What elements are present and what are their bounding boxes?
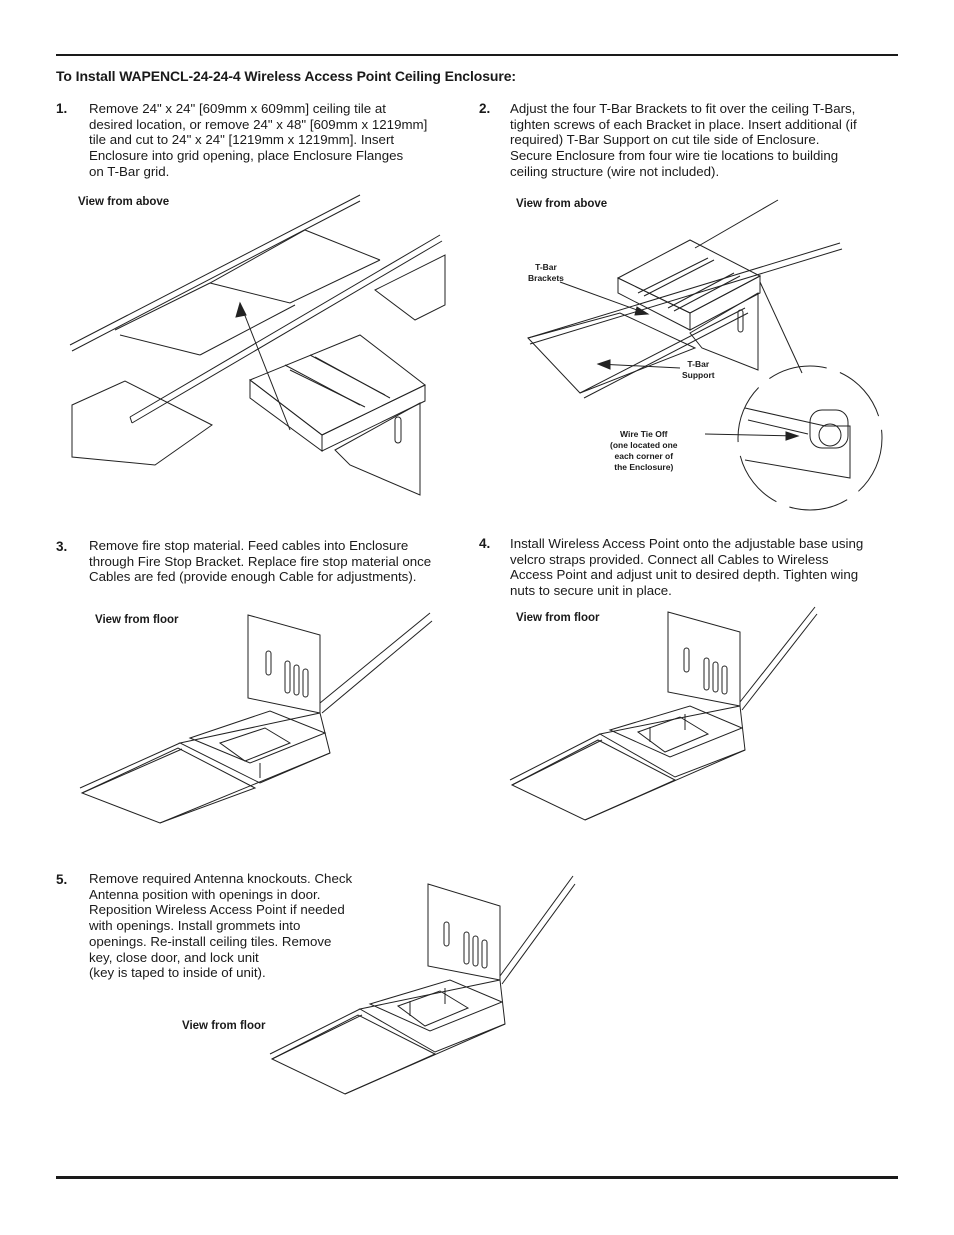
step-1-view-label: View from above — [78, 196, 170, 208]
step-3-text: Remove fire stop material. Feed cables i… — [89, 538, 432, 585]
step-3-illustration — [80, 603, 435, 831]
step-3-view-label: View from floor — [95, 614, 179, 626]
step-2-view-label: View from above — [516, 198, 608, 210]
step-1-illustration — [60, 195, 460, 505]
top-rule — [56, 54, 898, 56]
step-5-text: Remove required Antenna knockouts. Check… — [89, 871, 353, 981]
step-1-text: Remove 24" x 24" [609mm x 609mm] ceiling… — [89, 101, 428, 179]
step-4-illustration — [510, 602, 820, 827]
callout-tbar-support: T-Bar Support — [682, 359, 715, 380]
step-2-illustration — [520, 198, 890, 513]
step-3-number: 3. — [56, 539, 68, 554]
step-4-number: 4. — [479, 536, 491, 551]
page-heading: To Install WAPENCL-24-24-4 Wireless Acce… — [56, 68, 516, 84]
step-2-text: Adjust the four T-Bar Brackets to fit ov… — [510, 101, 857, 179]
step-5-view-label: View from floor — [182, 1020, 266, 1032]
bottom-rule — [56, 1176, 898, 1179]
step-1-number: 1. — [56, 101, 68, 116]
step-4-view-label: View from floor — [516, 612, 600, 624]
callout-wire-tie-off: Wire Tie Off (one located one each corne… — [610, 429, 678, 472]
step-2-number: 2. — [479, 101, 491, 116]
step-4-text: Install Wireless Access Point onto the a… — [510, 536, 864, 599]
callout-tbar-brackets: T-Bar Brackets — [528, 262, 564, 283]
step-5-illustration — [270, 874, 578, 1099]
step-5-number: 5. — [56, 872, 68, 887]
